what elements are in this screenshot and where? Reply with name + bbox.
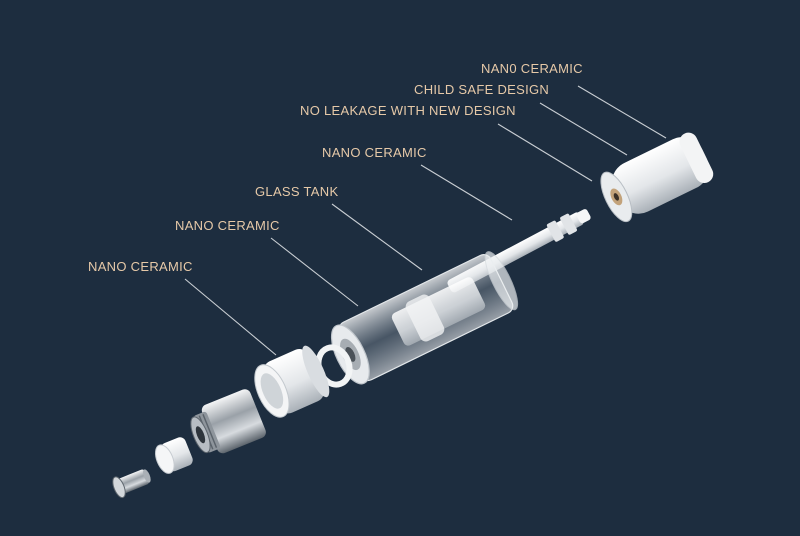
ceramic-cap-ring (254, 345, 330, 418)
center-pin (112, 469, 151, 499)
leader-line-no-leakage (497, 123, 593, 182)
threaded-metal-base (190, 389, 266, 454)
ceramic-insulator-disc (154, 437, 193, 474)
label-nano-ceramic-ring: NANO CERAMIC (175, 218, 280, 233)
leader-line-ceramic-cap (184, 278, 277, 356)
label-nano-ceramic-center-post: NANO CERAMIC (322, 145, 427, 160)
label-child-safe-design: CHILD SAFE DESIGN (414, 82, 550, 97)
glass-tank (330, 251, 519, 385)
label-nano-ceramic-mouthpiece: NAN0 CERAMIC (481, 61, 583, 76)
leader-lines (184, 85, 667, 356)
ceramic-mouthpiece (600, 132, 714, 223)
leader-line-ceramic-ring (270, 237, 359, 307)
label-no-leakage: NO LEAKAGE WITH NEW DESIGN (300, 103, 516, 118)
leader-line-glass-tank (331, 203, 423, 271)
leader-line-center-post (420, 164, 513, 221)
label-glass-tank: GLASS TANK (255, 184, 339, 199)
leader-line-mouthpiece (577, 85, 667, 139)
label-nano-ceramic-cap: NANO CERAMIC (88, 259, 193, 274)
leader-line-child-safe (539, 102, 628, 156)
